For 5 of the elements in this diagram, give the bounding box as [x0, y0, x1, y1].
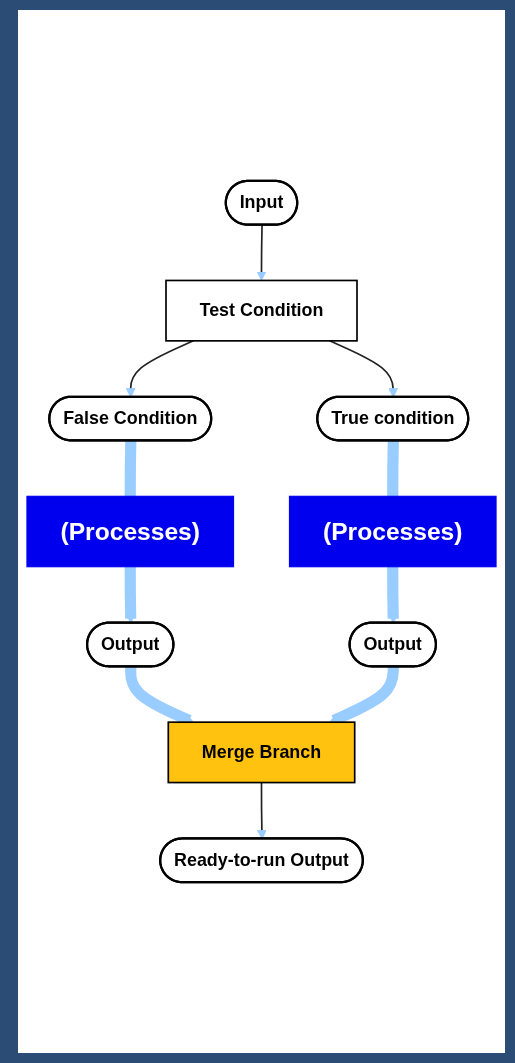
node-box: Test Condition [165, 279, 358, 342]
node-box: (Processes) [26, 495, 235, 568]
arrow [256, 224, 267, 281]
node-box: (Processes) [288, 495, 497, 568]
node-box: Merge Branch [167, 721, 356, 784]
